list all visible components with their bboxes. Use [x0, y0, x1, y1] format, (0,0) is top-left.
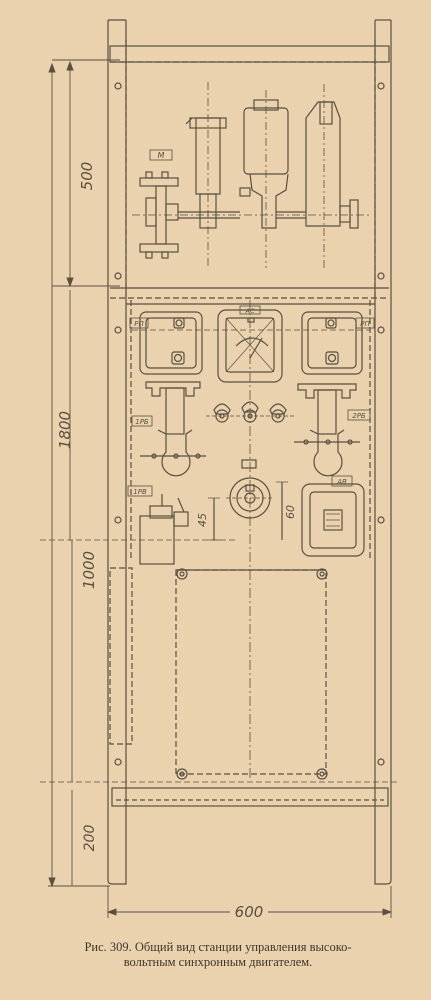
top-crossbar: [109, 45, 390, 63]
control-knobs: [206, 401, 294, 423]
label-ammeter: АС: [245, 307, 255, 315]
label-rp-right: РП: [360, 320, 370, 328]
label-rv: 1РВ: [133, 488, 147, 496]
right-post: [374, 20, 392, 885]
dim-1800: 1800: [56, 411, 74, 449]
caption-line-2: вольтным синхронным двигателем.: [123, 955, 313, 969]
dim-600: 600: [235, 903, 264, 921]
label-motor: М: [158, 151, 165, 160]
label-rp-left: РП: [134, 320, 144, 328]
dim-1000: 1000: [80, 551, 98, 589]
left-relay-panel: [132, 311, 370, 375]
automatic-switch: [301, 483, 365, 557]
lower-compartment: [175, 568, 328, 780]
time-relay: [139, 494, 189, 565]
figure-caption: Рис. 309. Общий вид станции управления в…: [8, 940, 428, 970]
dim-500: 500: [78, 162, 96, 191]
indicator-lamp: [241, 459, 257, 469]
motor-generator-assembly: [132, 82, 370, 268]
base-frame: [111, 787, 389, 807]
label-av: АВ: [336, 478, 347, 486]
ammeter-box: [217, 309, 283, 383]
right-breaker: [294, 383, 360, 477]
cable-channel: [109, 567, 133, 745]
label-ps: 1РБ: [135, 418, 149, 426]
left-post: [107, 20, 127, 885]
left-dimension-lines: [48, 59, 120, 888]
switch-dial: [226, 477, 274, 519]
left-breaker: [140, 381, 206, 477]
right-relay-panel: [301, 311, 363, 375]
bottom-dimension-line: [106, 886, 393, 918]
dim-200: 200: [82, 825, 98, 852]
caption-line-1: Рис. 309. Общий вид станции управления в…: [84, 940, 352, 954]
dim-45: 45: [196, 513, 209, 527]
mounting-holes: [114, 82, 385, 766]
label-rb-right: 2РБ: [352, 412, 366, 420]
dim-60: 60: [284, 505, 297, 519]
